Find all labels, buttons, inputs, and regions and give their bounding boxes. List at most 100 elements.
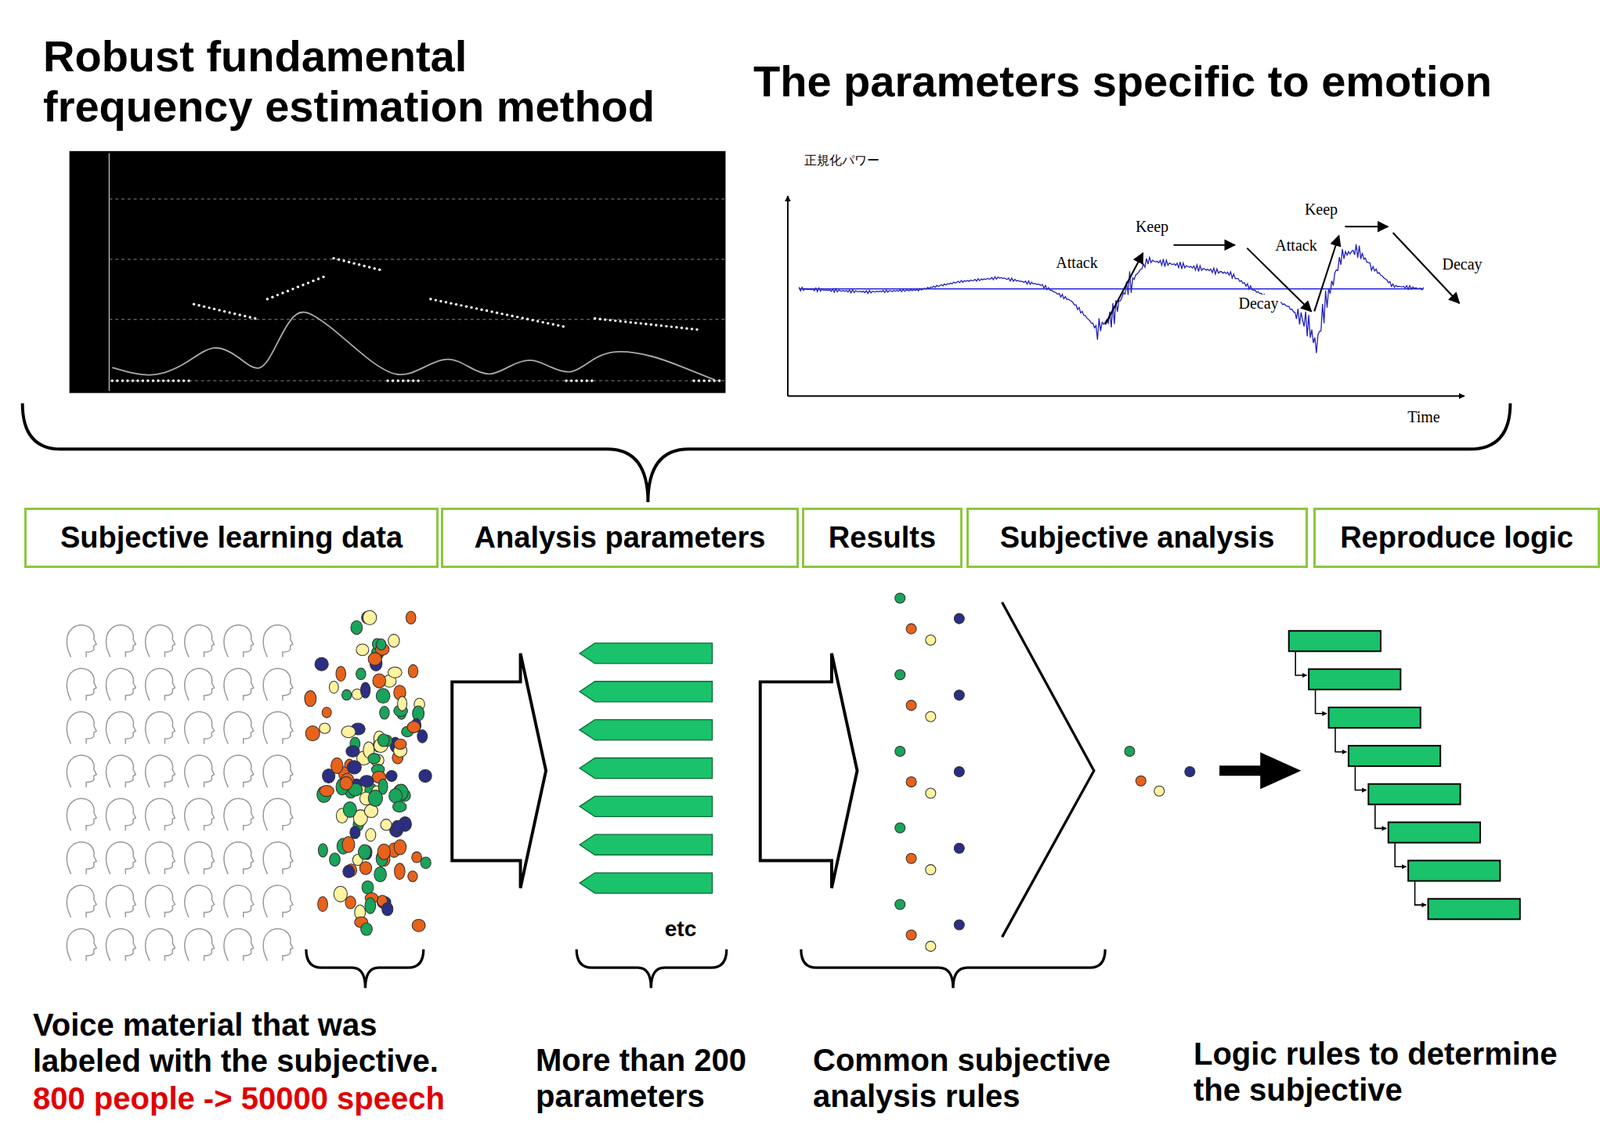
x-axis <box>787 395 1465 398</box>
pitch-dot <box>368 265 371 268</box>
voice-sample-dot <box>356 668 367 680</box>
logic-step <box>1348 745 1441 766</box>
voice-sample-dot <box>418 769 432 782</box>
voice-sample-dot <box>386 770 398 782</box>
pitch-dot <box>141 379 145 382</box>
person-head <box>145 754 176 788</box>
person-head <box>145 841 176 875</box>
pitch-dot <box>598 317 601 321</box>
pitch-dot <box>233 312 236 315</box>
pitch-dot <box>352 261 355 264</box>
logic-step <box>1308 668 1401 690</box>
step-arrow <box>1354 766 1366 791</box>
envelope-label: Attack <box>1273 236 1319 255</box>
voice-sample-dot <box>339 776 353 790</box>
pitch-dot <box>664 325 668 328</box>
voice-sample-dot <box>317 843 328 857</box>
result-dot <box>925 634 936 645</box>
pitch-dot <box>121 379 124 382</box>
person-head <box>184 884 215 918</box>
result-dot <box>925 940 936 951</box>
voice-sample-dot <box>331 757 344 773</box>
pitch-dot <box>490 310 493 313</box>
pitch-dot <box>166 379 170 382</box>
pitch-dot <box>439 299 442 303</box>
pitch-dot <box>146 379 149 382</box>
pitch-dot <box>213 307 216 311</box>
pitch-dot <box>590 379 593 382</box>
pitch-dot <box>469 306 473 309</box>
pitch-dot <box>162 379 165 382</box>
pitch-dot <box>417 379 420 382</box>
voice-sample-dot <box>407 721 421 734</box>
person-head <box>263 624 293 658</box>
person-head <box>223 928 254 961</box>
person-head <box>184 624 215 658</box>
pitch-dot <box>575 379 578 382</box>
pitch-dot <box>585 379 589 382</box>
pitch-dot <box>187 379 190 382</box>
description: Common subjective analysis rules <box>812 1041 1142 1114</box>
person-head <box>105 928 136 961</box>
voice-sample-dot <box>360 682 370 698</box>
pitch-dot <box>176 379 180 382</box>
pitch-dot <box>286 289 289 293</box>
result-dot <box>895 745 906 756</box>
person-head <box>223 798 254 831</box>
pitch-dot <box>510 314 513 318</box>
pitch-dot <box>480 308 483 311</box>
voice-sample-dot <box>393 738 407 749</box>
pitch-dot <box>680 326 683 329</box>
person-head <box>223 884 254 918</box>
description: Voice material that was labeled with the… <box>32 1006 472 1079</box>
pitch-dot <box>321 275 325 279</box>
person-head <box>184 754 215 788</box>
result-dot <box>925 787 936 799</box>
person-head <box>66 754 97 788</box>
person-head <box>66 624 97 658</box>
voice-sample-dot <box>361 922 373 936</box>
pitch-dot <box>718 379 721 382</box>
pitch-dot <box>291 287 294 290</box>
pitch-dot <box>386 379 389 382</box>
person-head <box>184 711 215 745</box>
voice-sample-dot <box>397 696 408 712</box>
pitch-dot <box>660 324 663 327</box>
voice-sample-dot <box>343 801 357 818</box>
pitch-dot <box>202 305 206 308</box>
pitch-dot <box>126 379 129 382</box>
pitch-dot <box>243 314 246 318</box>
stage-label: Results <box>828 520 936 555</box>
pitch-dot <box>391 379 394 382</box>
pitch-dot <box>629 321 633 324</box>
voice-sample-dot <box>317 896 329 912</box>
step-arrow <box>1335 728 1347 752</box>
voice-sample-dot <box>328 680 339 694</box>
grid <box>108 198 726 381</box>
parameter-arrow <box>579 681 712 702</box>
voice-sample-dot <box>345 895 356 909</box>
parameter-arrow <box>579 642 712 664</box>
stage-box: Subjective analysis <box>966 507 1308 568</box>
pitch-dot <box>151 379 155 382</box>
pitch-dot <box>156 379 159 382</box>
person-head <box>66 884 97 918</box>
voice-sample-dot <box>372 673 387 688</box>
voice-sample-dot <box>393 839 407 855</box>
voice-sample-dot <box>342 836 355 853</box>
brace <box>306 949 1106 989</box>
person-head <box>66 841 97 875</box>
pitch-dot <box>434 298 438 301</box>
pitch-dot <box>332 256 335 260</box>
result-dot <box>906 623 917 634</box>
voice-sample-dot <box>379 706 390 719</box>
pitch-dot <box>197 303 200 307</box>
envelope-label: Keep <box>1134 217 1171 236</box>
envelope-arrows <box>1105 226 1460 325</box>
person-head <box>263 884 293 918</box>
baseline <box>798 288 1424 290</box>
result-dot <box>953 842 965 853</box>
pitch-dot <box>249 315 252 318</box>
brace <box>22 403 1511 503</box>
pitch-dot <box>281 291 284 294</box>
